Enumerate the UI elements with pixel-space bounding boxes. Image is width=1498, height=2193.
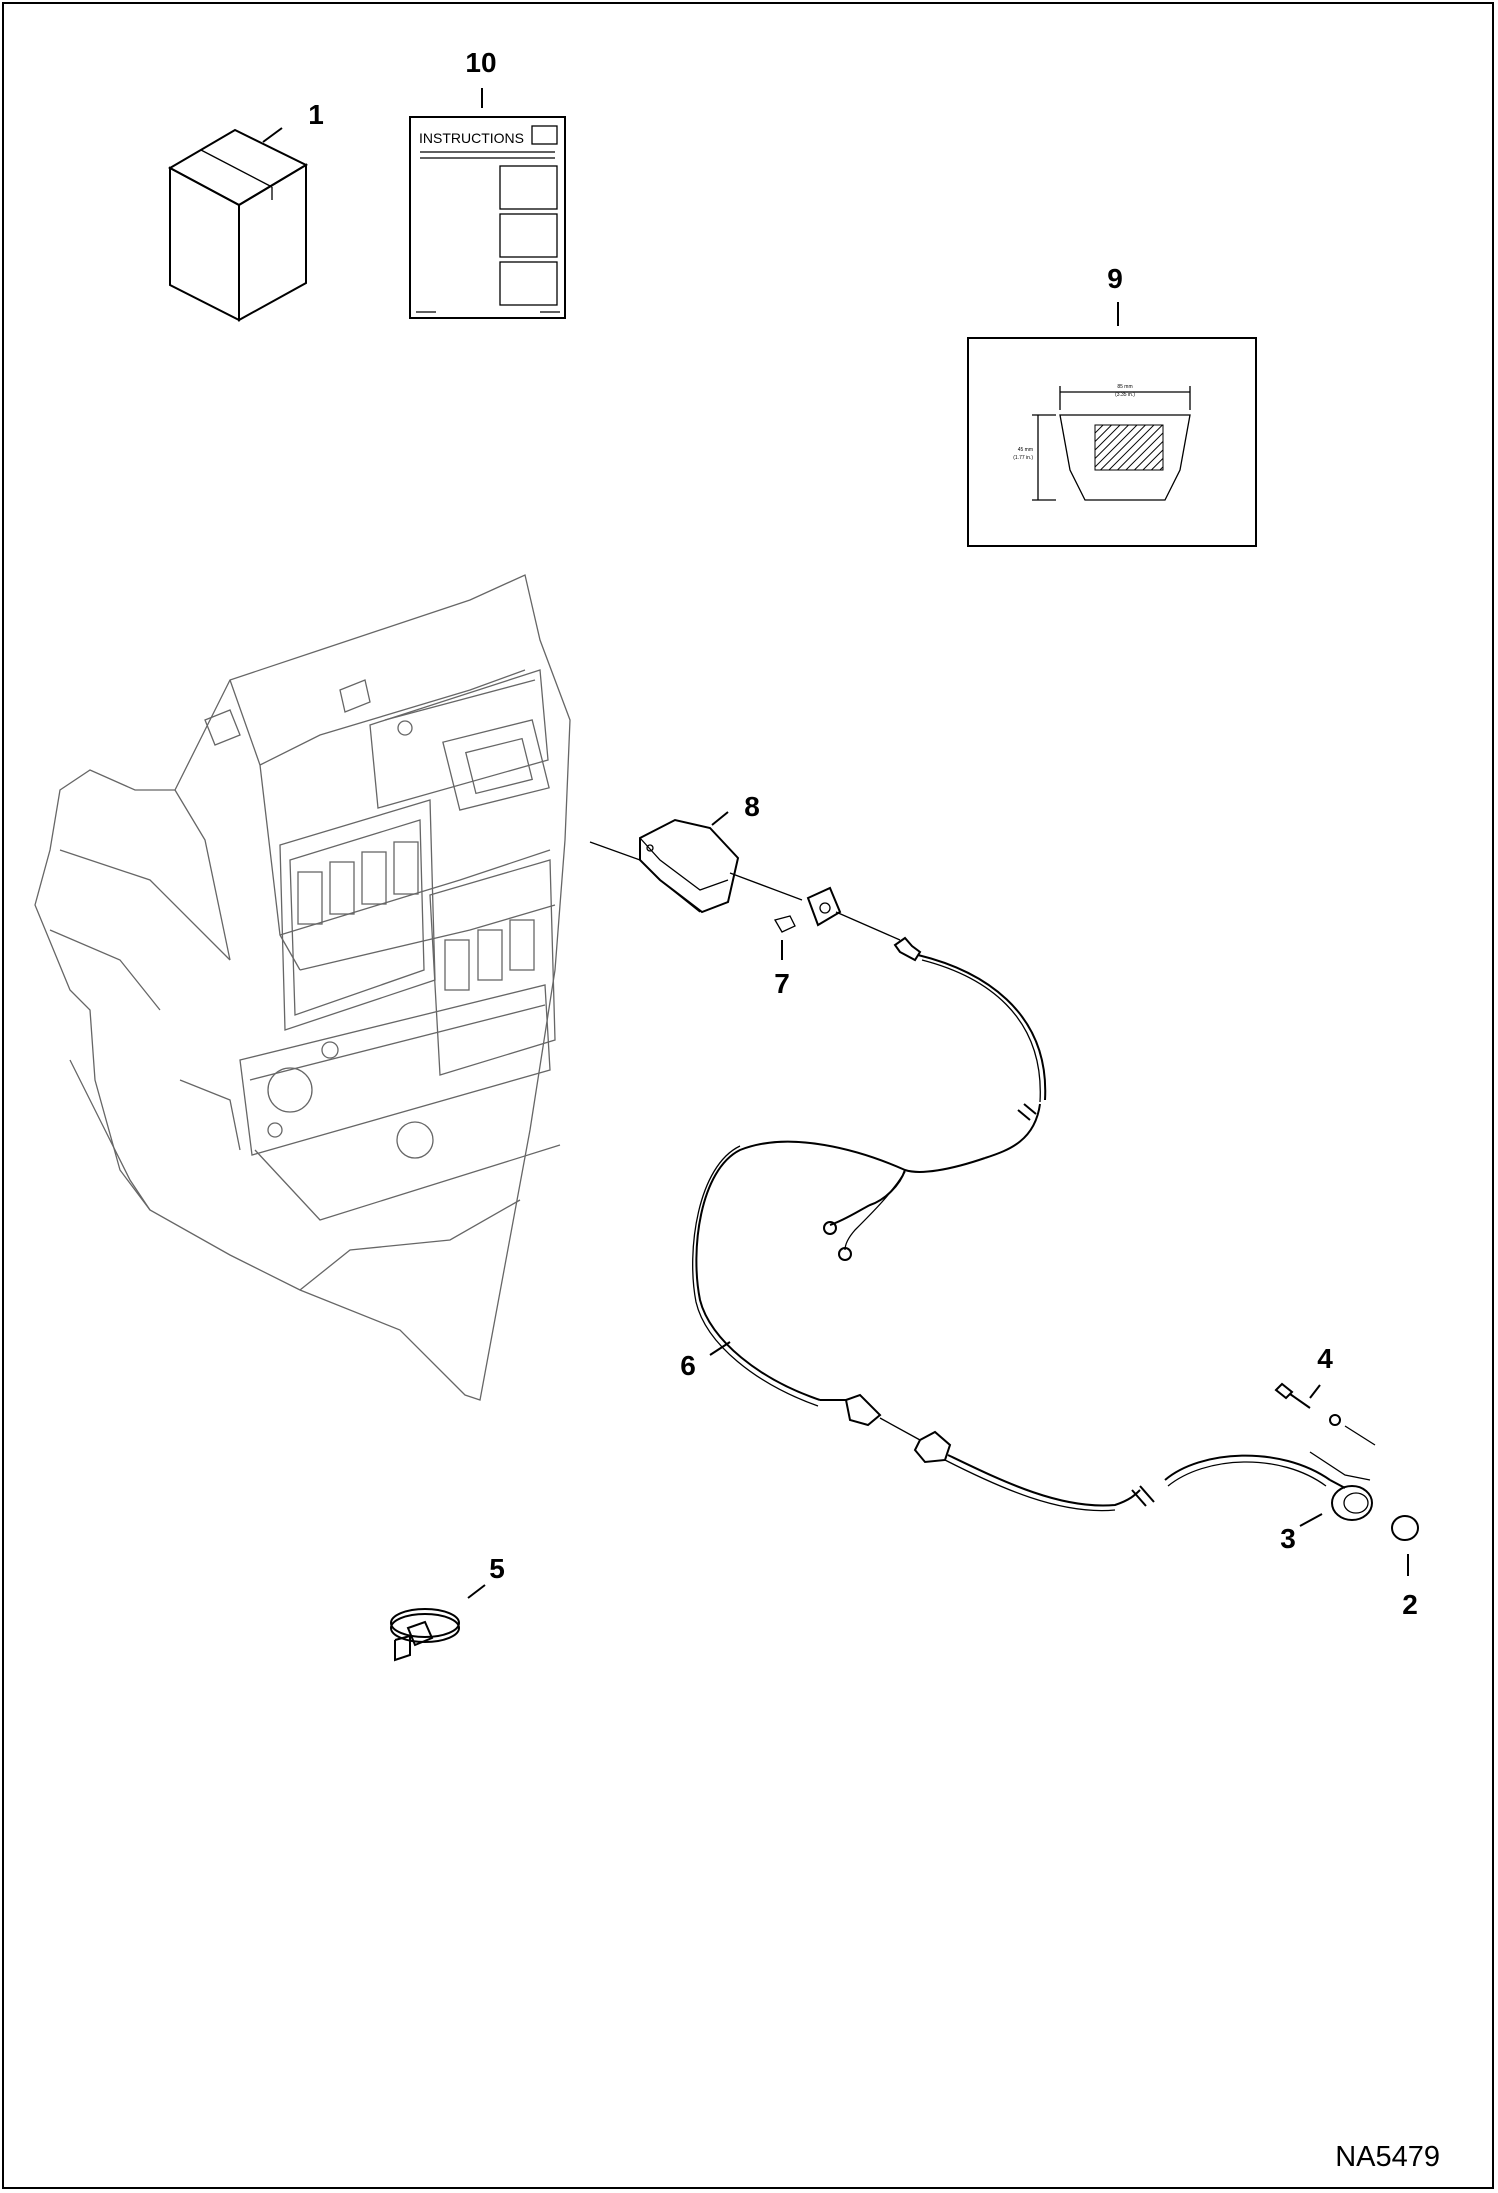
machine-dash-panel (34, 574, 571, 1401)
cable-tie (390, 1584, 486, 1662)
callout-6: 6 (680, 1350, 696, 1381)
nut (774, 915, 796, 960)
port-cap (1391, 1515, 1419, 1576)
instructions-label: INSTRUCTIONS (419, 130, 524, 146)
callout-2: 2 (1402, 1589, 1418, 1620)
callout-8: 8 (744, 791, 760, 822)
kit-box (167, 127, 309, 322)
alarm-module (589, 811, 901, 941)
power-port-harness (913, 1430, 1373, 1527)
callout-1: 1 (308, 99, 324, 130)
decal-width-mm: 85 mm (1117, 384, 1132, 390)
callout-7: 7 (774, 968, 790, 999)
decal-width-in: (3.35 in.) (1115, 392, 1135, 398)
decal (967, 302, 1257, 547)
wire-clip (806, 886, 842, 927)
decal-height-mm: 45 mm (1018, 447, 1033, 453)
callout-9: 9 (1107, 263, 1123, 294)
callout-10: 10 (465, 47, 496, 78)
decal-height-in: (1.77 in.) (1013, 455, 1033, 461)
callout-3: 3 (1280, 1523, 1296, 1554)
callout-4: 4 (1317, 1343, 1333, 1374)
callout-5: 5 (489, 1553, 505, 1584)
wiring-harness (692, 936, 1047, 1441)
instructions-sheet (409, 88, 566, 319)
screw (1274, 1382, 1376, 1446)
drawing-reference: NA5479 (1335, 2141, 1440, 2173)
